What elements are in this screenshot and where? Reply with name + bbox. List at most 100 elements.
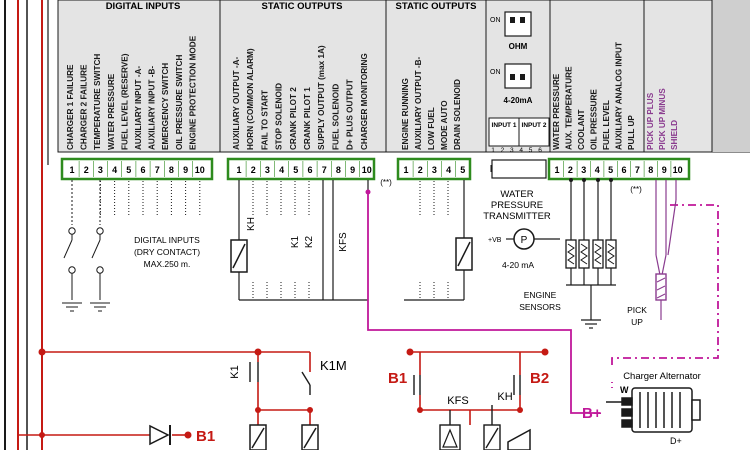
ma-dip-switch[interactable] <box>504 63 532 89</box>
static-output-dotted-wires <box>252 181 449 300</box>
digital-note-line3: MAX.250 m. <box>144 259 191 269</box>
di-terminal-10[interactable]: 10 <box>195 165 205 175</box>
ai-terminal-4[interactable]: 4 <box>595 165 600 175</box>
analog-input-label-7: PULL UP <box>627 115 636 150</box>
pickup-line1: PICK <box>627 305 647 315</box>
so1-terminal-9[interactable]: 9 <box>350 165 355 175</box>
di-terminal-2[interactable]: 2 <box>84 165 89 175</box>
static-outputs-header-1: STATIC OUTPUTS <box>262 1 343 12</box>
di-terminal-3[interactable]: 3 <box>98 165 103 175</box>
ai-terminal-5[interactable]: 5 <box>608 165 613 175</box>
ai-terminal-9[interactable]: 9 <box>662 165 667 175</box>
k1m-label: K1M <box>320 358 347 373</box>
static-output2-label-1: ENGINE RUNNING <box>401 78 410 150</box>
so2-terminal-2[interactable]: 2 <box>418 165 423 175</box>
static-output-terminal-strip-1[interactable] <box>226 157 376 181</box>
ohm-dip-switch[interactable] <box>504 11 532 37</box>
static-output-label-3: FAIL TO START <box>260 90 269 150</box>
di-terminal-6[interactable]: 6 <box>140 165 145 175</box>
digital-input-label-10: ENGINE PROTECTION MODE <box>188 35 197 150</box>
digital-input-dotted-wires <box>99 181 201 215</box>
ai-terminal-6[interactable]: 6 <box>621 165 626 175</box>
so1-terminal-7[interactable]: 7 <box>322 165 327 175</box>
di-terminal-8[interactable]: 8 <box>169 165 174 175</box>
ai-terminal-2[interactable]: 2 <box>568 165 573 175</box>
static-output2-label-5: DRAIN SOLENOID <box>453 79 462 150</box>
di-terminal-9[interactable]: 9 <box>183 165 188 175</box>
config-pin-2: 2 <box>501 147 505 154</box>
ai-terminal-7[interactable]: 7 <box>635 165 640 175</box>
static-output-label-5: CRANK PILOT 2 <box>289 87 298 150</box>
static-output-label-7: SUPPLY OUTPUT (max 1A) <box>317 45 326 150</box>
relay-kfs-label: KFS <box>338 232 349 252</box>
di-terminal-7[interactable]: 7 <box>155 165 160 175</box>
analog-input-terminal-strip[interactable] <box>547 157 691 181</box>
config-pin-6: 6 <box>538 147 542 154</box>
so2-terminal-3[interactable]: 3 <box>432 165 437 175</box>
charger-label-box <box>603 368 721 382</box>
lower-power-circuit <box>18 351 545 436</box>
horn-icon <box>507 428 531 451</box>
digital-inputs-header: DIGITAL INPUTS <box>106 1 181 12</box>
static-output-label-4: STOP SOLENOID <box>275 83 284 150</box>
static-output-label-8: FUEL SOLENOID <box>331 84 340 150</box>
pickup-sensor-icon <box>655 273 667 301</box>
so1-terminal-3[interactable]: 3 <box>265 165 270 175</box>
so2-terminal-4[interactable]: 4 <box>446 165 451 175</box>
digital-input-terminal-strip[interactable] <box>60 157 214 181</box>
note-static-outputs: (**) <box>380 178 392 187</box>
digital-input-label-3: TEMPERATURE SWITCH <box>93 54 102 150</box>
pickup-label-2: PICK UP MINUS <box>658 88 667 150</box>
di-terminal-4[interactable]: 4 <box>112 165 117 175</box>
so1-terminal-5[interactable]: 5 <box>293 165 298 175</box>
static-output2-label-3: LOW FUEL <box>427 107 436 150</box>
di-terminal-1[interactable]: 1 <box>69 165 74 175</box>
transmitter-line3: TRANSMITTER <box>483 211 551 222</box>
so2-terminal-1[interactable]: 1 <box>403 165 408 175</box>
relay-k2-label: K2 <box>304 235 315 248</box>
pickup-wiring <box>655 180 677 320</box>
w-wire <box>611 204 719 388</box>
note-analog: (**) <box>630 185 642 194</box>
digital-note-line2: (DRY CONTACT) <box>134 247 200 257</box>
relay-kh-label: KH <box>246 217 257 231</box>
so1-terminal-10[interactable]: 10 <box>362 165 372 175</box>
digital-input-label-6: AUXILIARY INPUT -A- <box>134 66 143 150</box>
so1-terminal-8[interactable]: 8 <box>336 165 341 175</box>
so2-terminal-5[interactable]: 5 <box>460 165 465 175</box>
ai-terminal-1[interactable]: 1 <box>554 165 559 175</box>
analog-input-label-3: COOLANT <box>577 110 586 150</box>
static-output-terminal-strip-2[interactable] <box>396 157 472 181</box>
relay-k1-label: K1 <box>290 235 301 248</box>
static-output-label-6: CRANK PILOT 1 <box>303 87 312 150</box>
static-output-labels-1: AUXILIARY OUTPUT -A-HORN (COMMON ALARM)F… <box>232 45 369 150</box>
pickup-label-3: SHIELD <box>670 120 679 150</box>
so1-terminal-6[interactable]: 6 <box>307 165 312 175</box>
di-terminal-5[interactable]: 5 <box>126 165 131 175</box>
bplus-label: B+ <box>582 405 602 422</box>
diode-icon <box>149 424 170 446</box>
kfs-lower-label: KFS <box>447 395 468 407</box>
ai-terminal-8[interactable]: 8 <box>648 165 653 175</box>
d-plus-wire <box>367 190 600 414</box>
config-connector[interactable] <box>491 159 547 179</box>
digital-input-label-7: AUXILIARY INPUT -B- <box>148 66 157 150</box>
b2-label: B2 <box>530 370 549 387</box>
k1-label: K1 <box>229 365 241 378</box>
so1-terminal-2[interactable]: 2 <box>251 165 256 175</box>
pickup-line2: UP <box>631 317 643 327</box>
so1-terminal-4[interactable]: 4 <box>279 165 284 175</box>
charger-alternator-icon <box>606 387 701 433</box>
so1-terminal-1[interactable]: 1 <box>236 165 241 175</box>
static-output-wiring <box>238 180 465 301</box>
k1-contact-icon <box>249 362 311 395</box>
ma-label: 4-20mA <box>504 96 533 105</box>
ai-terminal-3[interactable]: 3 <box>581 165 586 175</box>
transmitter-line1: WATER <box>500 189 533 200</box>
analog-input-label-6: AUXILIARY ANALOG INPUT <box>615 42 624 150</box>
ohm-label: OHM <box>509 42 528 51</box>
static-output2-label-2: AUXILIARY OUTPUT -B- <box>414 56 423 150</box>
ai-terminal-10[interactable]: 10 <box>673 165 683 175</box>
